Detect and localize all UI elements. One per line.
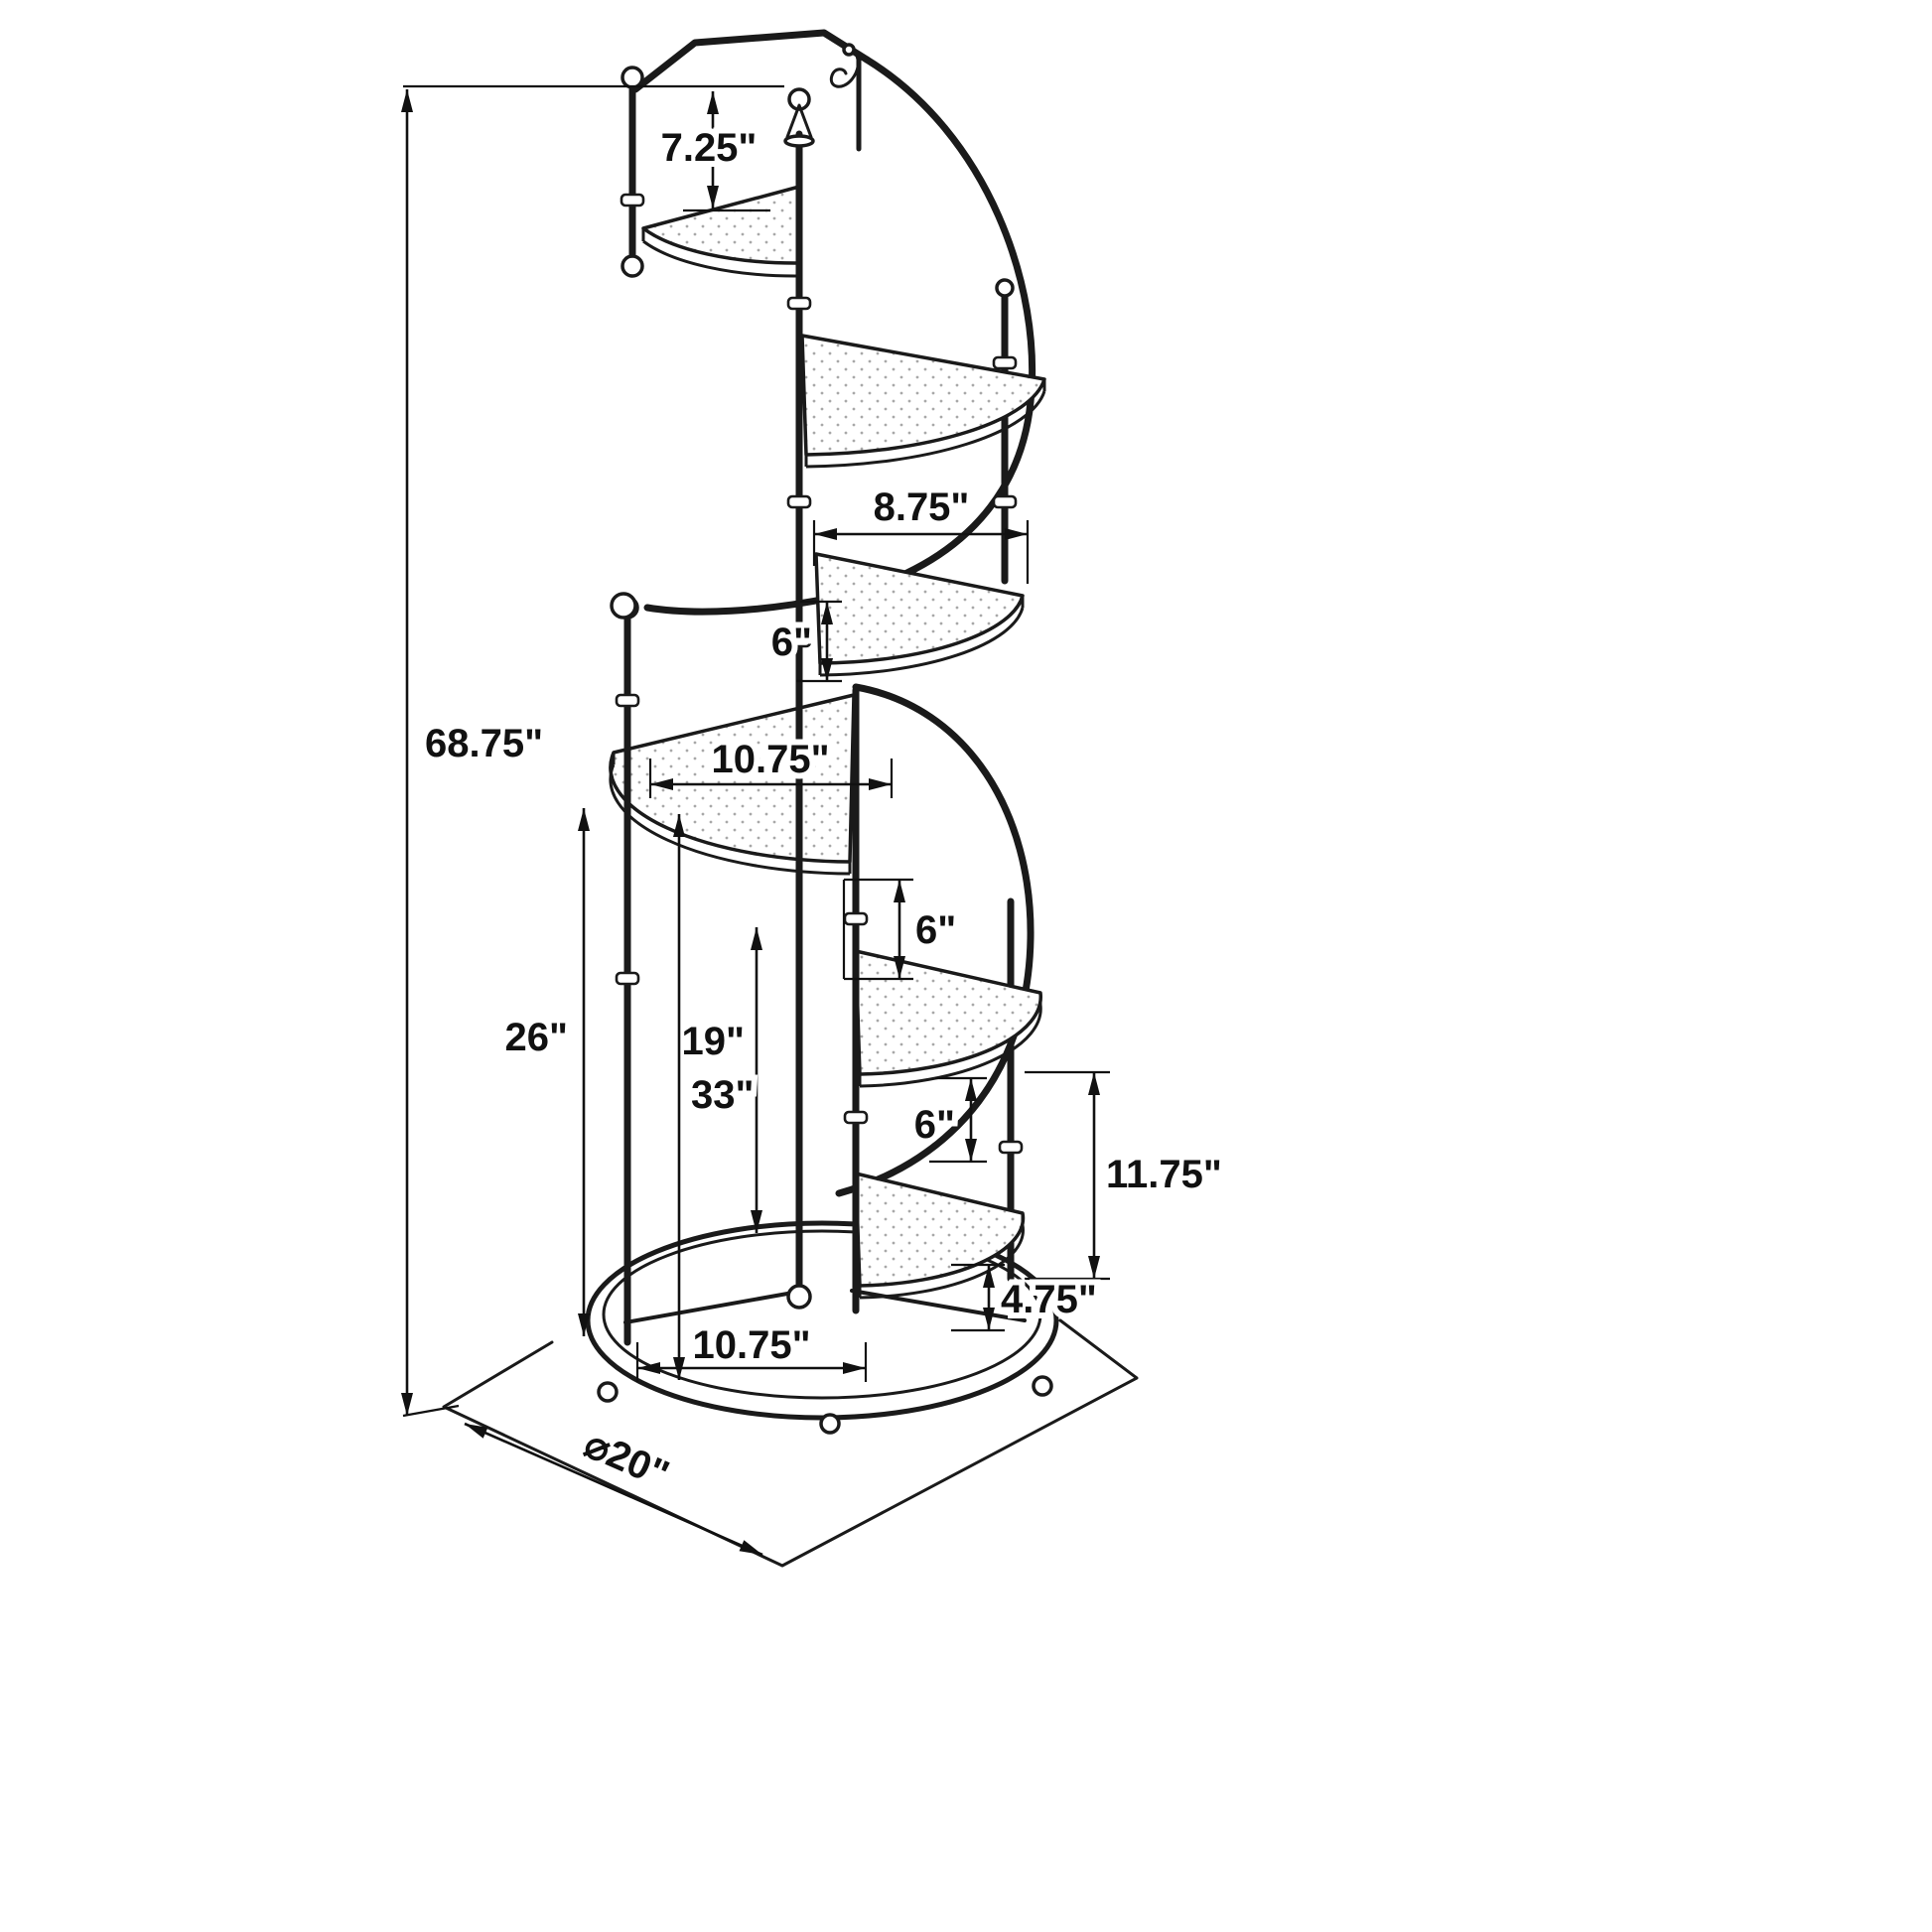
handrail-end-curl — [610, 592, 637, 620]
post-sleeve — [992, 355, 1018, 370]
base-ring-inner — [602, 1229, 1042, 1400]
dim-lower-rail-height: 11.75" — [1025, 1070, 1228, 1281]
dim-mid-shelf-depth: 10.75" — [648, 732, 894, 798]
pole-base-ball — [786, 1284, 812, 1310]
shelf-5 — [854, 949, 1043, 1088]
dim-bottom-shelf-depth: 10.75" — [635, 1317, 868, 1382]
handrail-upper — [643, 56, 1036, 616]
dim-base-diameter: ⌀20" — [464, 1416, 763, 1557]
pole-sleeve — [786, 494, 812, 509]
caster-center — [819, 1413, 841, 1435]
pole-sleeve — [843, 911, 869, 926]
base-spoke-right — [850, 1289, 1027, 1322]
dim-label-base-gap: 4.75" — [1001, 1278, 1097, 1321]
dim-label-center-height: 19" — [682, 1020, 745, 1063]
dim-label-upper-shelf-width: 8.75" — [874, 485, 970, 529]
dim-gap-mid: 6" — [842, 878, 962, 981]
dim-label-base-diameter: ⌀20" — [578, 1422, 675, 1496]
post-sleeve — [615, 693, 640, 708]
dim-gap-lower: 6" — [908, 1076, 987, 1164]
pole-sleeve — [786, 296, 812, 311]
dim-total-height: 68.75" — [401, 84, 784, 1418]
dim-label-left-mid-height: 26" — [505, 1016, 568, 1059]
post-sleeve — [620, 193, 645, 207]
dim-label-lower-rail-height: 11.75" — [1106, 1153, 1222, 1196]
dim-label-gap-lower: 6" — [914, 1103, 955, 1147]
pole-sleeve — [786, 633, 812, 648]
dim-label-mid-shelf-depth: 10.75" — [711, 738, 829, 781]
pole-sleeve — [843, 1110, 869, 1125]
post-sleeve — [998, 1140, 1024, 1155]
dimension-annotations: 68.75" 7.25" 8.75" 6" 10.75" — [401, 84, 1228, 1557]
post-sleeve — [615, 971, 640, 986]
dim-label-gap-mid: 6" — [915, 908, 956, 952]
post-ball — [621, 254, 644, 278]
dim-gap-upper: 6" — [765, 600, 842, 683]
post-ball — [995, 278, 1015, 298]
dim-top-gap: 7.25" — [655, 91, 770, 212]
floor-outline — [442, 1318, 1139, 1568]
shelf-6 — [854, 1172, 1026, 1300]
dim-left-mid-height: 26" — [499, 808, 590, 1336]
pole-finial — [783, 87, 815, 148]
dim-label-gap-upper: 6" — [771, 621, 812, 664]
dim-center-height: 19" — [676, 927, 762, 1233]
dim-upper-shelf-width: 8.75" — [812, 480, 1030, 584]
wall-bracket — [829, 38, 860, 88]
handrail-lower — [835, 683, 1035, 1197]
dim-pole-height: 33" — [673, 814, 759, 1380]
shelf-3 — [814, 552, 1025, 677]
post-sleeve — [992, 494, 1018, 509]
caster-left — [597, 1381, 619, 1403]
dim-label-top-gap: 7.25" — [661, 126, 758, 170]
base-spoke-left — [623, 1289, 806, 1324]
shelf-1 — [641, 185, 801, 278]
caster-right — [1032, 1375, 1053, 1397]
dim-label-pole-height: 33" — [691, 1073, 754, 1117]
dim-label-total-height: 68.75" — [425, 722, 543, 765]
post-ball — [621, 66, 644, 89]
dim-base-gap: 4.75" — [951, 1263, 1103, 1332]
dim-label-bottom-shelf-depth: 10.75" — [692, 1323, 810, 1367]
shelf-2 — [800, 334, 1046, 469]
